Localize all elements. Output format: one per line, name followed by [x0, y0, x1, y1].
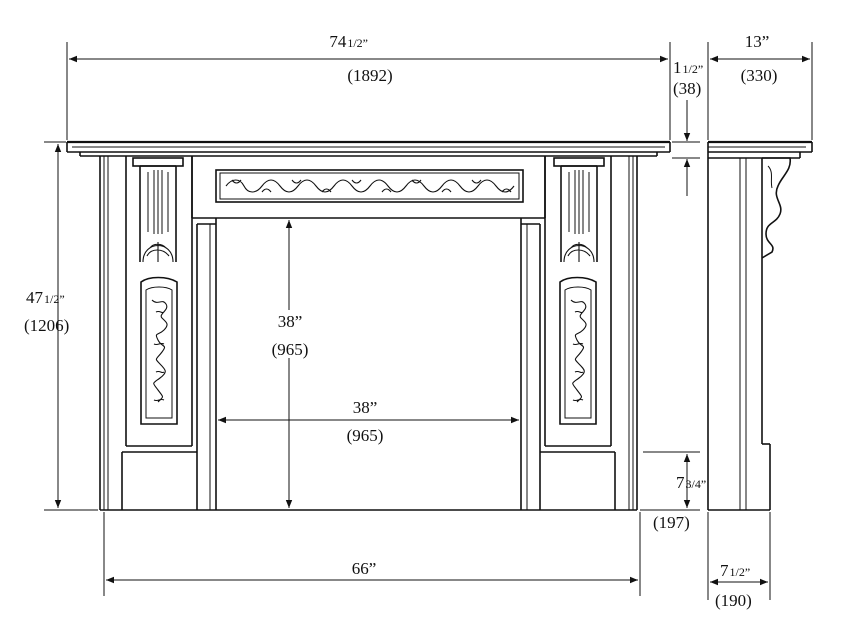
overall-width-metric: (1892): [347, 66, 392, 85]
plinth-height-metric: (197): [653, 513, 690, 532]
side-bracket: [761, 157, 792, 259]
overall-depth-metric: (330): [741, 66, 778, 85]
frieze: [191, 156, 546, 218]
opening-height-metric: (965): [272, 340, 309, 359]
front-elevation: [66, 140, 671, 511]
opening-width-metric: (965): [347, 426, 384, 445]
shelf-thickness-metric: (38): [673, 79, 701, 98]
left-leg: [99, 156, 198, 510]
dimension-labels: 741/2” (1892) 13” (330) 11/2” (38) 471/2…: [24, 32, 777, 610]
base-width-imperial: 66”: [352, 559, 377, 578]
plinth-height-imperial: 73/4”: [676, 473, 706, 492]
firebox-opening: [192, 217, 545, 510]
leg-depth-metric: (190): [715, 591, 752, 610]
overall-width-imperial: 741/2”: [329, 32, 368, 51]
opening-width-imperial: 38”: [353, 398, 378, 417]
side-elevation: [707, 140, 813, 511]
overall-depth-imperial: 13”: [745, 32, 770, 51]
opening-height-imperial: 38”: [278, 312, 303, 331]
shelf-thickness-imperial: 11/2”: [673, 58, 703, 77]
dimension-lines: [44, 42, 813, 600]
right-leg: [539, 156, 638, 510]
frieze-carving: [225, 179, 515, 193]
mantel-shelf: [66, 140, 671, 157]
overall-height-metric: (1206): [24, 316, 69, 335]
overall-height-imperial: 471/2”: [26, 288, 65, 307]
leg-depth-imperial: 71/2”: [720, 561, 750, 580]
